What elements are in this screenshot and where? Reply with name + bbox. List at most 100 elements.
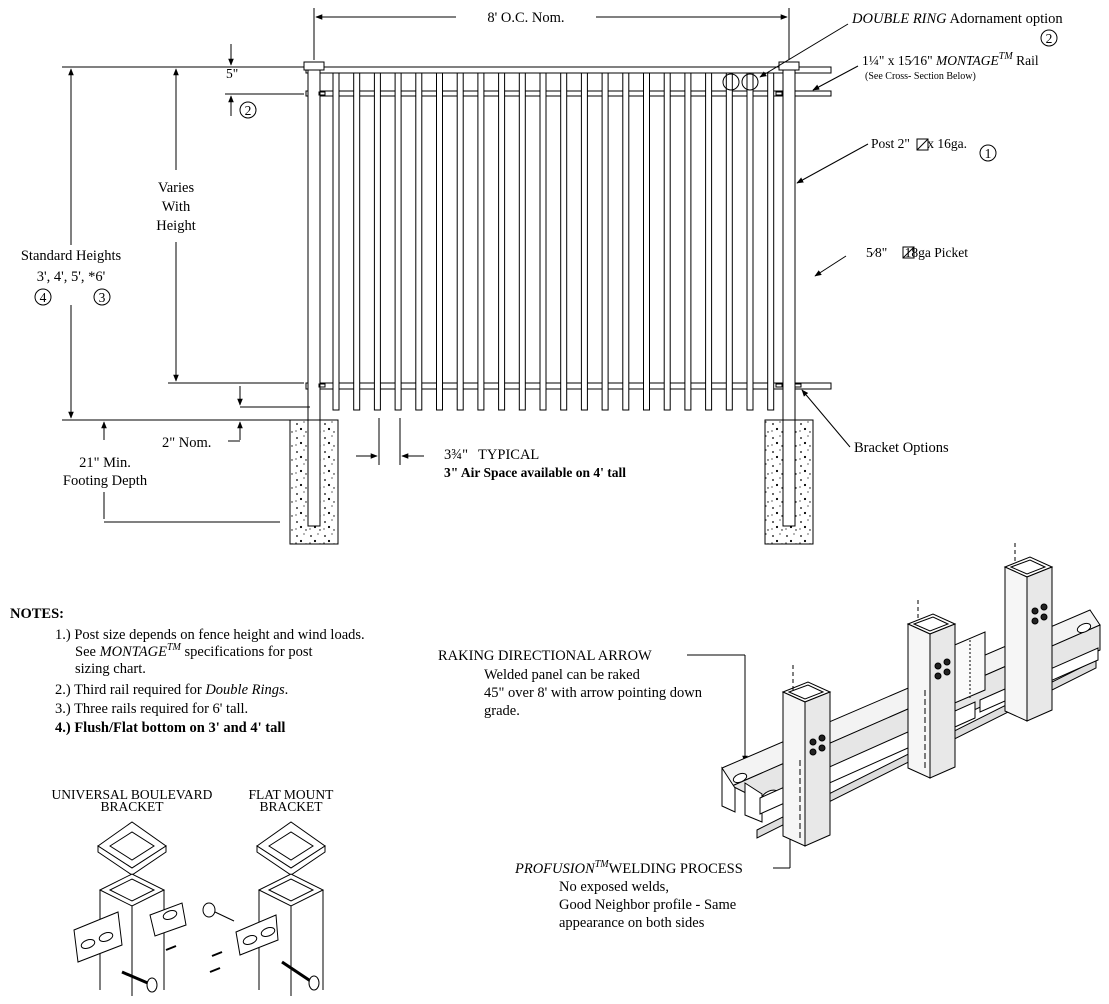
universal-bracket-title-2: BRACKET [100, 799, 164, 814]
footings [289, 419, 814, 545]
double-ring-right-icon [741, 73, 759, 91]
dimension-lines [62, 8, 869, 869]
bracket-details: UNIVERSAL BOULEVARD BRACKET FLAT MOUNT B… [52, 787, 335, 996]
top-rail [305, 66, 832, 74]
flat-bolt [281, 960, 313, 984]
air-space-label: 3" Air Space available on 4' tall [444, 465, 626, 480]
picket [705, 72, 713, 411]
bottom-rail [305, 382, 832, 390]
picket [415, 72, 423, 411]
picket [643, 72, 650, 411]
varies-line-2: With [162, 199, 191, 215]
picket [477, 72, 485, 411]
picket [498, 72, 506, 411]
note-1c: sizing chart. [75, 661, 146, 677]
flat-bracket-title-2: BRACKET [259, 799, 323, 814]
left-post-cap [303, 61, 325, 71]
raking-title: RAKING DIRECTIONAL ARROW [438, 648, 652, 664]
picket [456, 72, 464, 411]
callout-circle [34, 288, 52, 306]
bracket-marker [318, 91, 326, 96]
picket [601, 72, 609, 411]
bracket-marker [775, 91, 783, 96]
note-2: 2.) Third rail required for Double Rings… [55, 682, 288, 698]
pickets [332, 72, 775, 411]
universal-post-cap [97, 821, 167, 869]
double-ring-label: DOUBLE RING Adornament option [851, 11, 1063, 27]
picket-label: 5⁄8" 18ga Picket [866, 245, 968, 260]
notes: NOTES: 1.) Post size depends on fence he… [10, 606, 365, 736]
double-ring-left-icon [722, 73, 740, 91]
callout-circle [979, 144, 997, 162]
right-post-embedded [782, 419, 796, 527]
picket [580, 72, 588, 411]
post-label: Post 2" x 16ga. [871, 136, 967, 151]
bracket-screw-icon [165, 945, 177, 951]
square-tube-icon [916, 138, 929, 151]
picket [725, 72, 733, 411]
second-rail [305, 90, 832, 97]
callout-number: 2 [245, 103, 252, 118]
varies-line-1: Varies [158, 180, 195, 196]
profusion-line-1: No exposed welds, [559, 879, 669, 895]
picket [622, 72, 630, 411]
callout-circle [239, 101, 257, 119]
bracket-screw-icon [202, 902, 216, 918]
note-1a: 1.) Post size depends on fence height an… [55, 627, 365, 643]
bracket-marker [794, 383, 802, 388]
picket [746, 72, 754, 411]
process-labels: RAKING DIRECTIONAL ARROW Welded panel ca… [438, 648, 743, 931]
bottom-gap-label: 2" Nom. [162, 435, 211, 451]
callout-number: 4 [40, 290, 47, 305]
left-post-embedded [307, 419, 321, 527]
flat-bracket-title-1: FLAT MOUNT [249, 787, 335, 802]
top-dimension-label: 8' O.C. Nom. [487, 10, 564, 26]
iso-post-middle [906, 613, 957, 779]
raking-line-3: grade. [484, 703, 520, 719]
iso-post-left [781, 681, 832, 847]
profusion-line-2: Good Neighbor profile - Same [559, 897, 736, 913]
raking-line-2: 45" over 8' with arrow pointing down [484, 685, 703, 701]
picket [332, 72, 340, 411]
top-gap-label: 5" [226, 66, 238, 81]
rail-label: 1¼" x 15⁄16" MONTAGETM Rail [862, 51, 1039, 68]
note-4: 4.) Flush/Flat bottom on 3' and 4' tall [55, 720, 285, 736]
callout-number: 3 [99, 290, 106, 305]
isometric-panel [721, 543, 1101, 847]
bracket-marker [318, 383, 326, 388]
picket [394, 72, 402, 411]
picket [663, 72, 671, 411]
iso-bolt-cluster [809, 603, 1048, 756]
spacing-label: 3¾"TYPICAL [444, 447, 539, 463]
callout-number: 1 [985, 146, 992, 161]
picket [560, 72, 568, 411]
picket [684, 72, 692, 411]
fence-elevation [303, 61, 832, 527]
picket [518, 72, 526, 411]
universal-bracket-plate [73, 911, 123, 963]
universal-bolt [121, 970, 151, 986]
standard-heights-values: 3', 4', 5', *6' [37, 269, 105, 285]
callout-number: 2 [1046, 31, 1053, 46]
callouts [34, 29, 1058, 306]
callout-circle [93, 288, 111, 306]
bracket-options-label: Bracket Options [854, 440, 949, 456]
labels: 8' O.C. Nom. DOUBLE RING Adornament opti… [21, 10, 1064, 489]
iso-rail-end [721, 766, 736, 813]
square-tube-icon [902, 246, 915, 259]
varies-line-3: Height [156, 218, 195, 234]
picket [539, 72, 547, 411]
profusion-title: PROFUSIONTMWELDING PROCESS [514, 859, 743, 877]
picket [767, 72, 775, 411]
bracket-screw-icon [209, 967, 221, 973]
raking-line-1: Welded panel can be raked [484, 667, 641, 683]
footing-line-1: 21" Min. [79, 455, 131, 471]
note-1b: See MONTAGETM specifications for post [75, 642, 313, 660]
rail-sublabel: (See Cross- Section Below) [865, 71, 976, 82]
bracket-screw-icon [211, 951, 223, 957]
universal-bracket-title-1: UNIVERSAL BOULEVARD [52, 787, 213, 802]
note-3: 3.) Three rails required for 6' tall. [55, 701, 248, 717]
picket [436, 72, 443, 411]
bracket-marker [775, 383, 783, 388]
